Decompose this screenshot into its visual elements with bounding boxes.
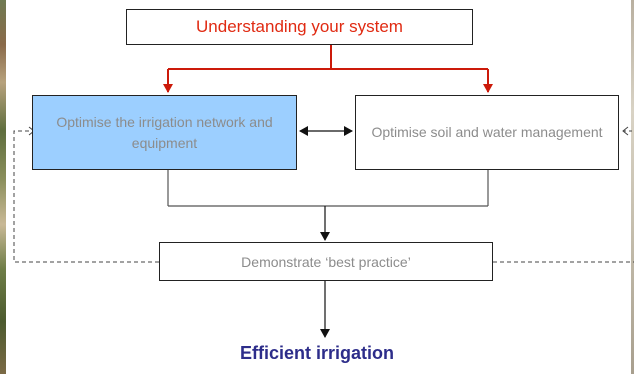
background-photo-edge-left	[0, 0, 6, 374]
feedback-dashed-right	[493, 126, 634, 263]
best-practice-text: Demonstrate ‘best practice’	[241, 253, 411, 270]
merge-connector	[167, 170, 489, 241]
title-text: Understanding your system	[196, 17, 403, 36]
soil-water-management-box: Optimise soil and water management	[355, 95, 619, 170]
best-practice-box: Demonstrate ‘best practice’	[159, 242, 493, 281]
irrigation-network-text: Optimise the irrigation network and equi…	[56, 113, 273, 151]
title-box: Understanding your system	[126, 9, 473, 45]
efficient-irrigation-label: Efficient irrigation	[239, 343, 394, 363]
title-split-arrows	[163, 45, 493, 93]
background-photo-edge-right	[631, 0, 634, 374]
soil-water-management-text: Optimise soil and water management	[371, 124, 603, 140]
irrigation-network-box: Optimise the irrigation network and equi…	[32, 95, 297, 170]
